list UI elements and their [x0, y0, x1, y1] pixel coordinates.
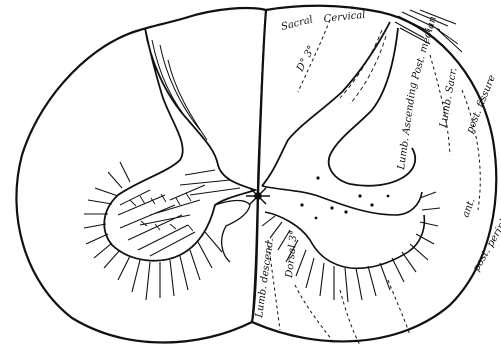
label-dorsal-upper: D° 3°: [294, 44, 317, 74]
label-ant: ant.: [460, 197, 477, 219]
label-post-fissure: post. fissure: [465, 73, 498, 135]
label-post-periphery: post. periphery: [471, 201, 501, 274]
label-sacral: Sacral: [280, 14, 314, 33]
left-half-outline: [16, 8, 266, 342]
label-cervical: Cervical: [323, 10, 366, 25]
left-anterior-boundary: [215, 200, 250, 262]
right-half-outline: [252, 6, 496, 342]
left-grey-matter: [104, 28, 255, 261]
